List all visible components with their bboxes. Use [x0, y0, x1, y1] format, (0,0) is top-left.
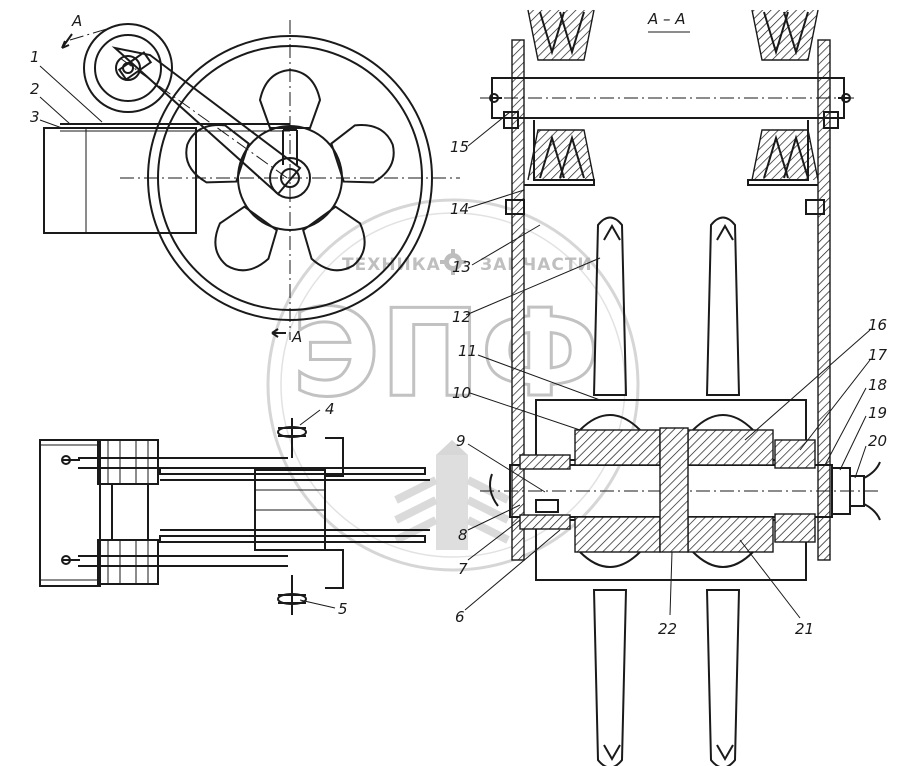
- watermark-gear-icon: [440, 249, 466, 275]
- callout-8: 8: [458, 526, 468, 544]
- watermark-logo: ЭПФ: [292, 285, 600, 424]
- callout-10: 10: [452, 384, 471, 402]
- watermark-ring: [266, 198, 640, 572]
- side-view-wheel: А А: [43, 12, 460, 346]
- callout-16: 16: [868, 316, 887, 334]
- callout-21: 21: [795, 620, 814, 638]
- callout-7: 7: [458, 560, 468, 578]
- section-title-text: А – А: [647, 10, 686, 28]
- callout-13: 13: [452, 258, 471, 276]
- callout-3: 3: [30, 108, 40, 126]
- callout-12: 12: [452, 308, 471, 326]
- callout-9: 9: [456, 432, 466, 450]
- callout-4: 4: [325, 400, 335, 418]
- callout-14: 14: [450, 200, 469, 218]
- callout-15: 15: [450, 138, 469, 156]
- callout-17: 17: [868, 346, 888, 364]
- frame-beam: [43, 127, 197, 234]
- callout-20: 20: [868, 432, 887, 450]
- section-mark-top: А: [71, 12, 82, 30]
- watermark-left-word: ТЕХНИКА: [342, 255, 441, 275]
- section-aa: [480, 9, 881, 766]
- plan-view: [39, 418, 430, 615]
- callout-2: 2: [30, 80, 40, 98]
- small-pulley-outer: [83, 23, 173, 113]
- section-mark-bottom: А: [291, 328, 302, 346]
- tension-arm: [111, 46, 302, 196]
- callout-6: 6: [455, 608, 465, 626]
- callout-1: 1: [30, 48, 40, 66]
- watermark: ТЕХНИКА ЗАПЧАСТИ ЭПФ: [266, 198, 640, 572]
- section-title: А – А: [647, 10, 690, 33]
- watermark-right-word: ЗАПЧАСТИ: [480, 255, 593, 275]
- leader-lines: [39, 65, 871, 619]
- callout-18: 18: [868, 376, 887, 394]
- callout-11: 11: [458, 342, 477, 360]
- callout-19: 19: [868, 404, 887, 422]
- callout-22: 22: [658, 620, 677, 638]
- callout-5: 5: [338, 600, 348, 618]
- callout-labels: 1 2 3 4 5 6 7 8 9 10 11 12 13 14 15 16 1…: [30, 48, 888, 638]
